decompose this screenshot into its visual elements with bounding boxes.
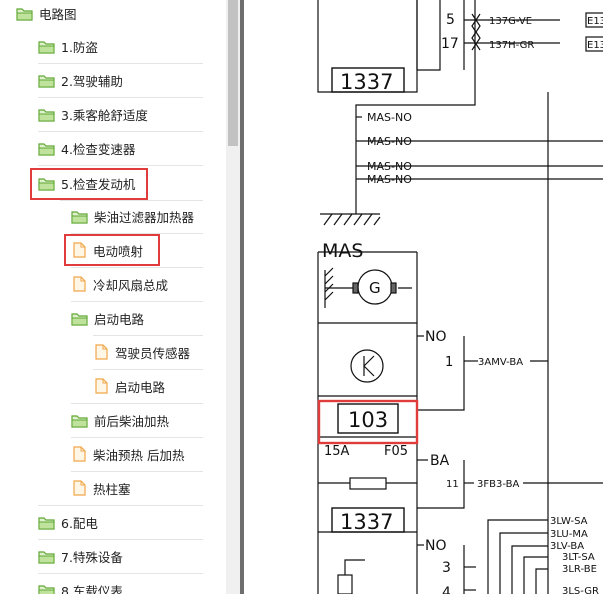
pin-4-label: 4 [442, 585, 451, 594]
document-icon [95, 344, 108, 360]
folder-open-icon [16, 6, 34, 21]
fuse-15a-label: 15A [324, 444, 350, 459]
fuse-f05-label: F05 [384, 444, 408, 459]
pin-5-label: 5 [446, 12, 455, 28]
pin-3-label: 3 [442, 560, 451, 576]
component-103: 103 [348, 408, 388, 432]
tree-node-cabin-comfort[interactable]: 3.乘客舱舒适度 [38, 102, 148, 126]
wire-3fb3-label: 3FB3-BA [477, 479, 519, 490]
folder-icon [38, 549, 56, 564]
document-icon [73, 480, 86, 496]
tree-node-label: 热柱塞 [93, 481, 131, 497]
wire-3lv-label: 3LV-BA [550, 541, 584, 552]
tree-node-label: 5.检查发动机 [61, 176, 136, 192]
tree-node-label: 1.防盗 [61, 39, 98, 55]
wiring-diagram-view[interactable]: 5 17 137G-VE 137H-GR E13 E13 1337 MAS-NO… [244, 0, 603, 598]
wire-3lu-label: 3LU-MA [550, 529, 588, 540]
tree-node-transmission[interactable]: 4.检查变速器 [38, 136, 135, 160]
tree-node-diesel-preheat[interactable]: 柴油预热 后加热 [71, 442, 184, 466]
tree-node-front-rear-diesel-heating[interactable]: 前后柴油加热 [71, 408, 169, 432]
tree-node-label: 电动喷射 [93, 243, 144, 259]
folder-icon [71, 209, 89, 224]
tree-node-anti-theft[interactable]: 1.防盗 [38, 34, 98, 58]
tree-node-root[interactable]: 电路图 [16, 1, 77, 25]
connector-e13-a: E13 [587, 16, 603, 27]
wire-137h-label: 137H-GR [489, 40, 534, 51]
tree-node-dashboard[interactable]: 8.车载仪表 [38, 578, 123, 594]
pin-1-label: 1 [445, 355, 453, 370]
tree-node-power-distribution[interactable]: 6.配电 [38, 510, 98, 534]
tree-node-diesel-filter-heater[interactable]: 柴油过滤器加热器 [71, 204, 194, 228]
no-label-1: NO [425, 329, 447, 345]
mas-no-label-3: MAS-NO [367, 160, 412, 173]
tree-node-cooling-fan[interactable]: 冷却风扇总成 [71, 272, 168, 296]
document-icon [73, 242, 86, 258]
tree-node-electric-injection[interactable]: 电动喷射 [71, 238, 143, 262]
tree-node-label: 启动电路 [115, 379, 166, 395]
component-1337-top: 1337 [340, 70, 393, 94]
pin-11-label: 11 [446, 479, 459, 490]
panel-divider[interactable] [240, 0, 244, 594]
circuit-tree-panel: 电路图 1.防盗 2.驾驶辅助 3.乘客舱舒适度 4.检查变速器 5.检查发动机 [0, 0, 226, 594]
tree-node-glow-plug[interactable]: 热柱塞 [71, 476, 131, 500]
injection-highlight-box [64, 234, 160, 266]
tree-node-label: 柴油过滤器加热器 [94, 209, 195, 225]
document-icon [73, 276, 86, 292]
ba-label: BA [430, 453, 450, 469]
tree-node-start-circuit[interactable]: 启动电路 [71, 306, 144, 330]
folder-icon [38, 515, 56, 530]
pin-17-label: 17 [441, 36, 459, 52]
tree-scrollbar-thumb[interactable] [228, 0, 238, 146]
engine-highlight-box [30, 168, 148, 200]
folder-icon [71, 413, 89, 428]
tree-node-label: 柴油预热 后加热 [93, 447, 185, 463]
tree-node-special-equipment[interactable]: 7.特殊设备 [38, 544, 123, 568]
tree-node-label: 4.检查变速器 [61, 141, 136, 157]
wire-3lt-label: 3LT-SA [562, 552, 595, 563]
document-icon [95, 378, 108, 394]
tree-node-engine[interactable]: 5.检查发动机 [38, 171, 135, 195]
mas-no-label-1: MAS-NO [367, 111, 412, 124]
tree-node-label: 7.特殊设备 [61, 549, 123, 565]
folder-icon [38, 583, 56, 594]
component-103-highlight [317, 399, 419, 445]
tree-node-label: 电路图 [39, 6, 77, 22]
document-icon [73, 446, 86, 462]
tree-node-label: 驾驶员传感器 [115, 345, 191, 361]
wire-137g-label: 137G-VE [489, 16, 532, 27]
tree-node-start-circuit-doc[interactable]: 启动电路 [93, 374, 165, 398]
tree-scrollbar[interactable] [226, 0, 240, 594]
tree-node-driver-sensor[interactable]: 驾驶员传感器 [93, 340, 190, 364]
no-label-2: NO [425, 538, 447, 554]
wire-3lr-label: 3LR-BE [562, 564, 597, 575]
component-1337-bottom: 1337 [340, 510, 393, 534]
folder-icon [38, 39, 56, 54]
folder-icon [38, 107, 56, 122]
connector-e13-b: E13 [587, 40, 603, 51]
tree-node-label: 启动电路 [94, 311, 145, 327]
tree-node-driving-assist[interactable]: 2.驾驶辅助 [38, 68, 123, 92]
folder-icon [38, 141, 56, 156]
tree-node-label: 2.驾驶辅助 [61, 73, 123, 89]
folder-icon [38, 73, 56, 88]
mas-no-label-2: MAS-NO [367, 135, 412, 148]
tree-node-label: 8.车载仪表 [61, 583, 123, 595]
folder-open-icon [38, 176, 56, 191]
tree-node-label: 前后柴油加热 [94, 413, 170, 429]
folder-open-icon [71, 311, 89, 326]
ground-mas-label: MAS [322, 240, 363, 262]
wire-3lw-label: 3LW-SA [550, 516, 588, 527]
wiring-diagram-svg: 5 17 137G-VE 137H-GR E13 E13 1337 MAS-NO… [317, 0, 603, 598]
tree-node-label: 3.乘客舱舒适度 [61, 107, 148, 123]
generator-label: G [369, 279, 381, 297]
wire-3amv-label: 3AMV-BA [478, 357, 523, 368]
mas-no-label-4: MAS-NO [367, 173, 412, 186]
tree-node-label: 6.配电 [61, 515, 98, 531]
tree-node-label: 冷却风扇总成 [93, 277, 169, 293]
wire-3ls-label: 3LS-GR [562, 586, 599, 594]
